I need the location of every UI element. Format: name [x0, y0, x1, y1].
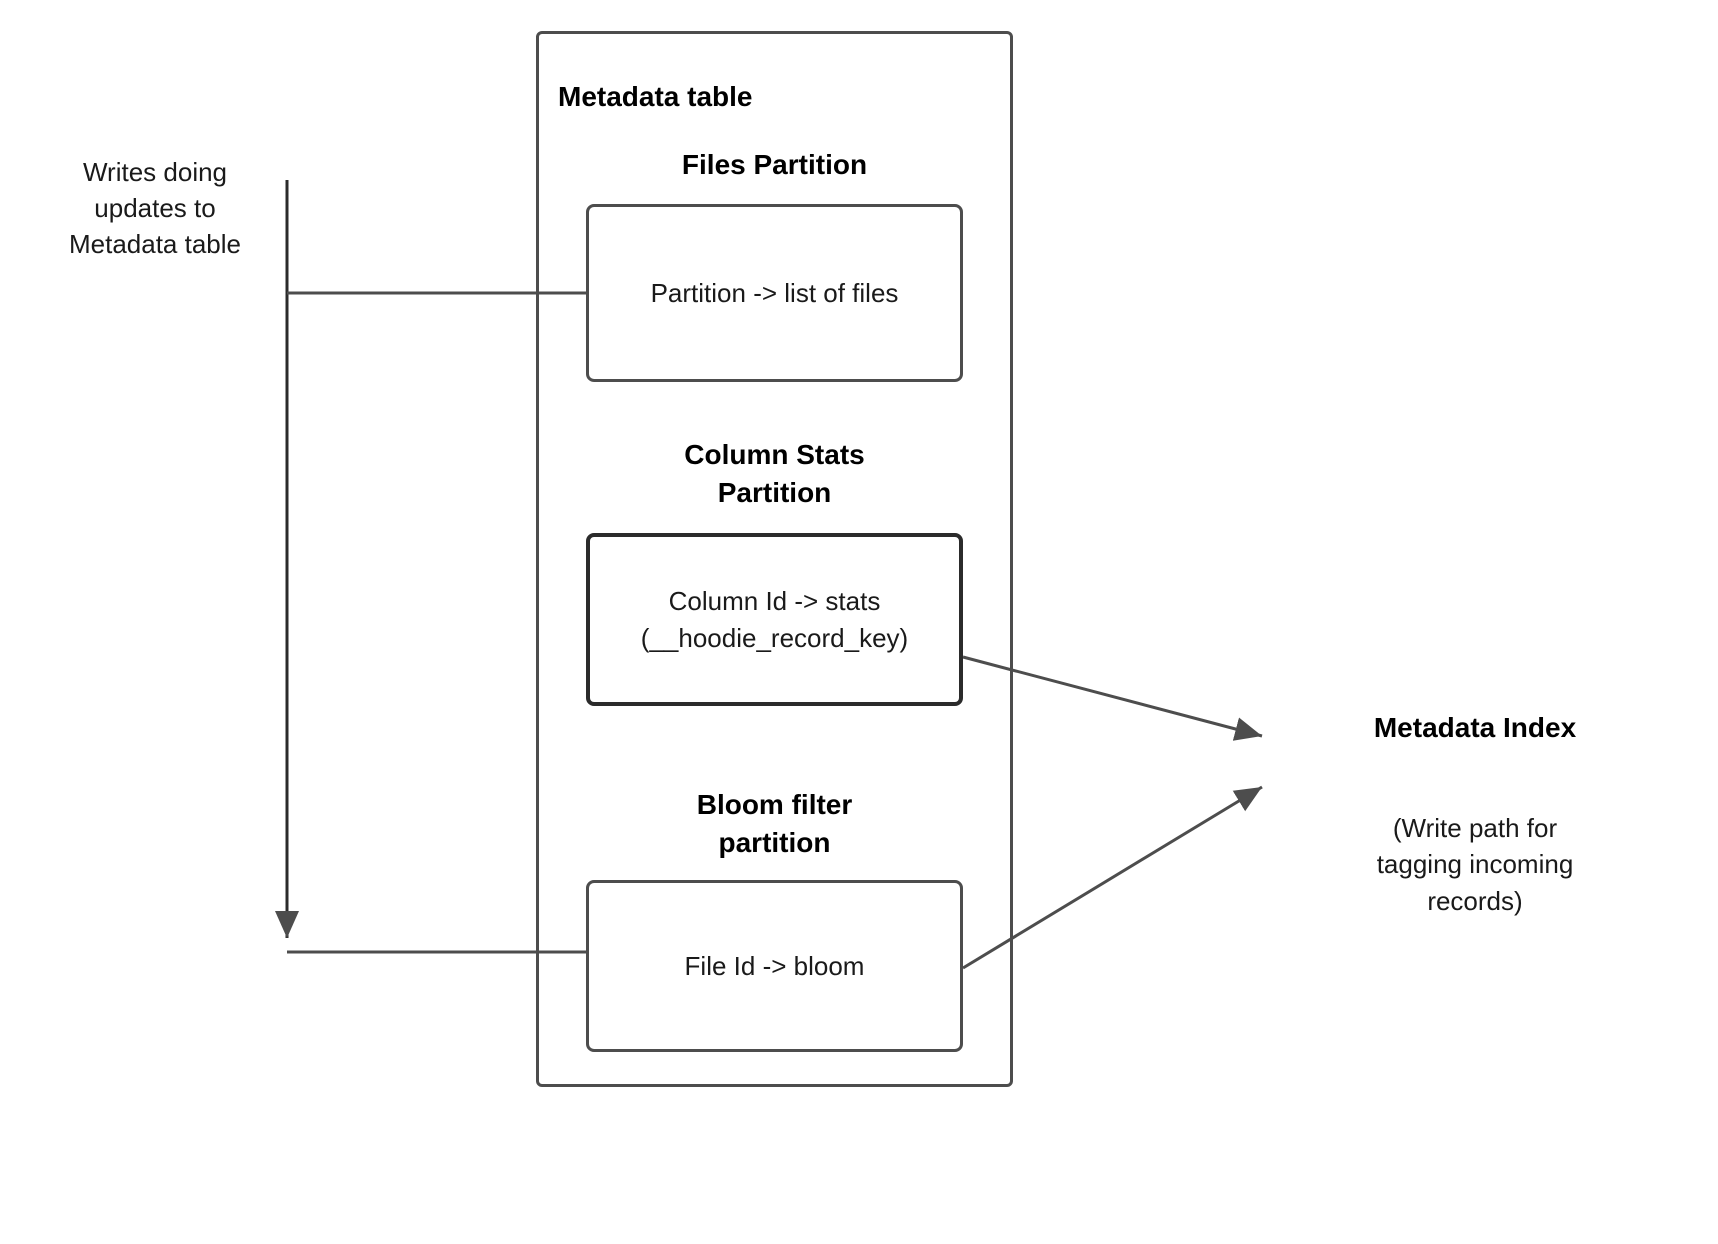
metadata-index-title: Metadata Index	[1373, 712, 1577, 743]
column-stats-partition-box-text: Column Id -> stats (__hoodie_record_key)	[640, 585, 909, 653]
files-partition-box[interactable]: Partition -> list of files	[586, 204, 963, 382]
column-stats-partition-heading: Column Stats Partition	[684, 439, 865, 509]
bloom-filter-partition-heading: Bloom filter partition	[696, 789, 853, 859]
writes-note-label: Writes doing updates to Metadata table	[68, 157, 241, 259]
bloom-filter-partition-box[interactable]: File Id -> bloom	[586, 880, 963, 1052]
files-partition-box-text: Partition -> list of files	[650, 277, 899, 308]
metadata-index-caption: (Write path for tagging incoming records…	[1376, 813, 1574, 916]
column-stats-partition-box[interactable]: Column Id -> stats (__hoodie_record_key)	[586, 533, 963, 706]
metadata-table-title: Metadata table	[558, 81, 753, 112]
bloom-filter-partition-box-text: File Id -> bloom	[684, 950, 865, 981]
files-partition-heading: Files Partition	[681, 149, 868, 180]
metadata-table-container	[536, 31, 1013, 1087]
